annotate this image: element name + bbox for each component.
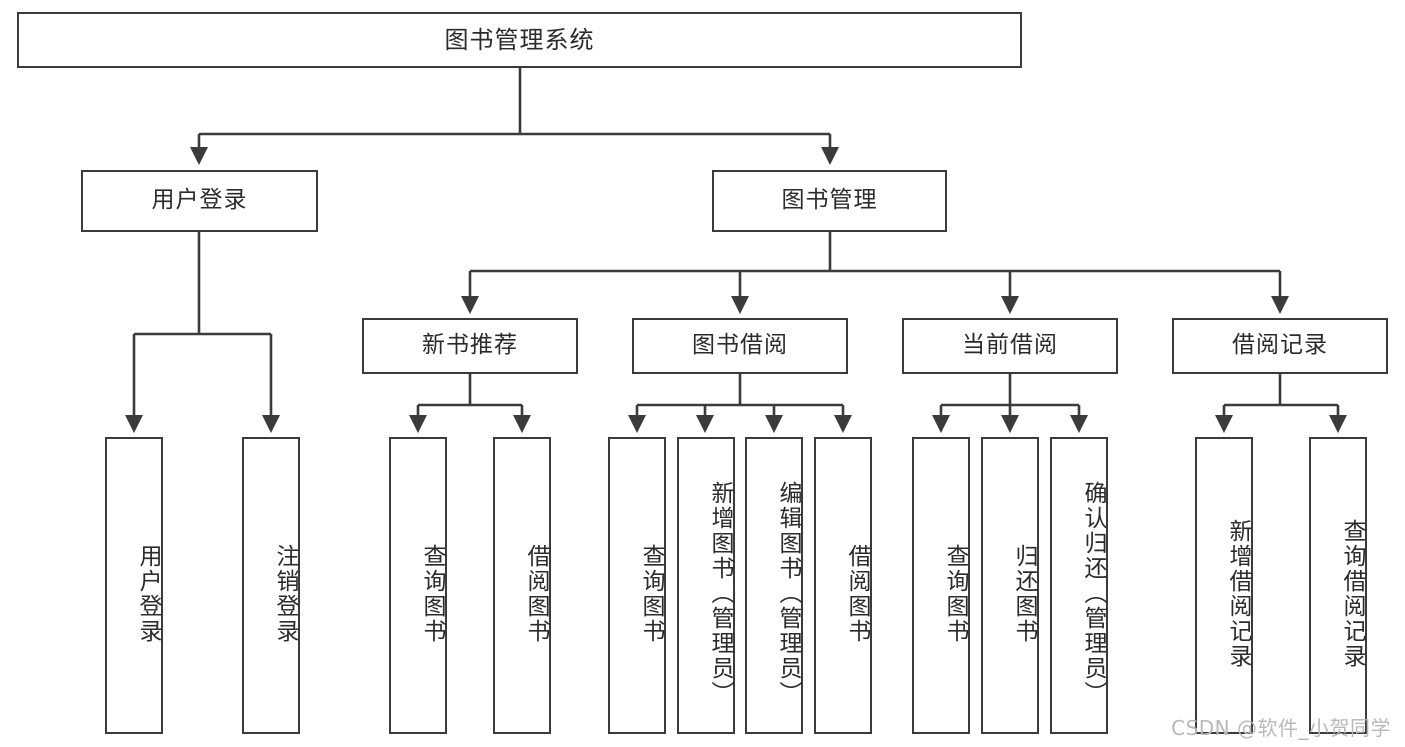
leaf-query-borrow-record[interactable]: 查询借阅记录 xyxy=(1309,437,1367,734)
leaf-label: 查询图书 xyxy=(942,543,968,644)
leaf-edit-book-admin[interactable]: 编辑图书（管理员） xyxy=(745,437,803,734)
leaf-label: 归还图书 xyxy=(1011,543,1037,644)
leaf-label: 注销登录 xyxy=(272,543,298,644)
node-borrow-record[interactable]: 借阅记录 xyxy=(1172,318,1388,374)
node-new-book-recommend[interactable]: 新书推荐 xyxy=(362,318,578,374)
leaf-label: 新增借阅记录 xyxy=(1225,518,1251,669)
leaf-label: 编辑图书（管理员） xyxy=(775,481,801,706)
leaf-user-login[interactable]: 用户登录 xyxy=(105,437,163,734)
leaf-add-book-admin[interactable]: 新增图书（管理员） xyxy=(677,437,735,734)
leaf-label: 用户登录 xyxy=(135,543,161,644)
leaf-borrow-book-recommend[interactable]: 借阅图书 xyxy=(493,437,551,734)
leaf-confirm-return-admin[interactable]: 确认归还（管理员） xyxy=(1050,437,1108,734)
node-book-borrow[interactable]: 图书借阅 xyxy=(632,318,848,374)
leaf-add-borrow-record[interactable]: 新增借阅记录 xyxy=(1195,437,1253,734)
leaf-label: 查询图书 xyxy=(638,543,664,644)
leaf-label: 查询借阅记录 xyxy=(1339,518,1365,669)
leaf-label: 借阅图书 xyxy=(844,543,870,644)
leaf-borrow-book[interactable]: 借阅图书 xyxy=(814,437,872,734)
node-current-borrow[interactable]: 当前借阅 xyxy=(902,318,1118,374)
node-book-management[interactable]: 图书管理 xyxy=(712,170,947,232)
leaf-query-book-recommend[interactable]: 查询图书 xyxy=(389,437,447,734)
leaf-query-book-current[interactable]: 查询图书 xyxy=(912,437,970,734)
node-user-login[interactable]: 用户登录 xyxy=(81,170,318,232)
leaf-label: 新增图书（管理员） xyxy=(707,481,733,706)
leaf-label: 确认归还（管理员） xyxy=(1080,481,1106,706)
node-root-book-management-system[interactable]: 图书管理系统 xyxy=(17,12,1022,68)
watermark: CSDN @软件_小贺同学 xyxy=(1171,716,1391,740)
leaf-label: 借阅图书 xyxy=(523,543,549,644)
leaf-logout-login[interactable]: 注销登录 xyxy=(242,437,300,734)
leaf-query-book-borrow[interactable]: 查询图书 xyxy=(608,437,666,734)
leaf-return-book[interactable]: 归还图书 xyxy=(981,437,1039,734)
leaf-label: 查询图书 xyxy=(419,543,445,644)
